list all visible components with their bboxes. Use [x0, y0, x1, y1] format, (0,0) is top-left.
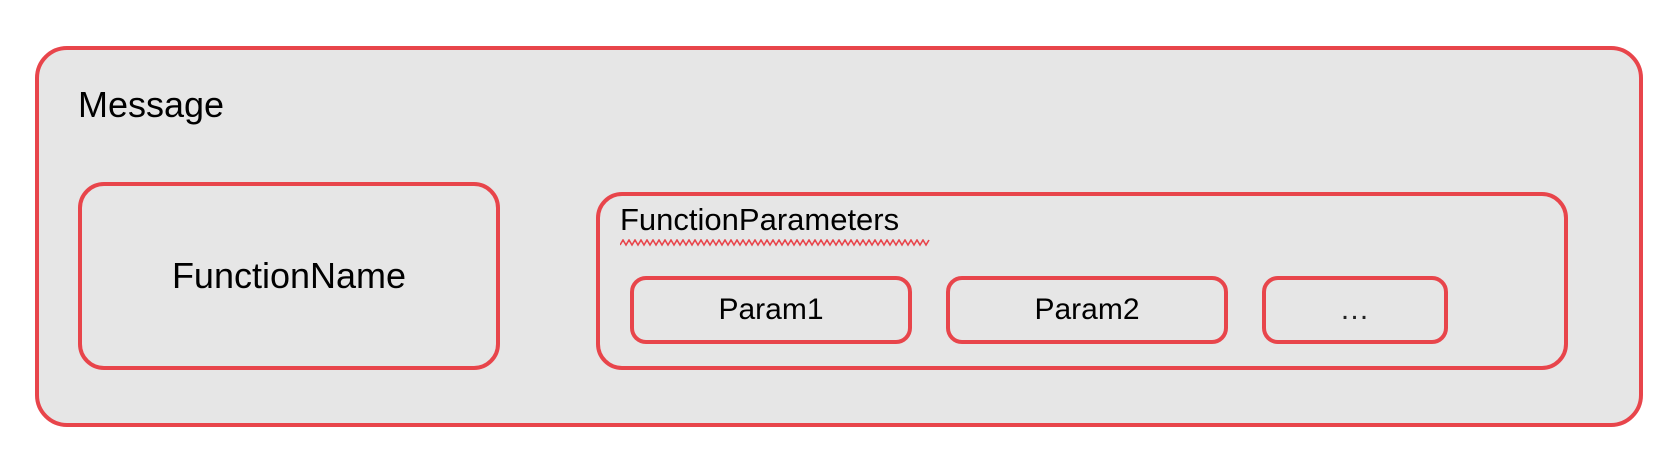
function-name-box[interactable]: FunctionName: [78, 182, 500, 370]
function-parameters-label: FunctionParameters: [620, 202, 900, 237]
function-name-label: FunctionName: [171, 255, 407, 296]
param-box[interactable]: Param2: [946, 276, 1228, 344]
param-label: Param2: [1034, 293, 1140, 326]
message-title-label: Message: [78, 84, 225, 125]
param-box[interactable]: Param1: [630, 276, 912, 344]
function-parameters-title-group: FunctionParameters: [620, 202, 930, 247]
param-label: Param1: [718, 293, 824, 326]
param-box-ellipsis[interactable]: …: [1262, 276, 1448, 344]
spellcheck-squiggle-icon: [620, 239, 930, 247]
param-label: …: [1339, 293, 1371, 326]
